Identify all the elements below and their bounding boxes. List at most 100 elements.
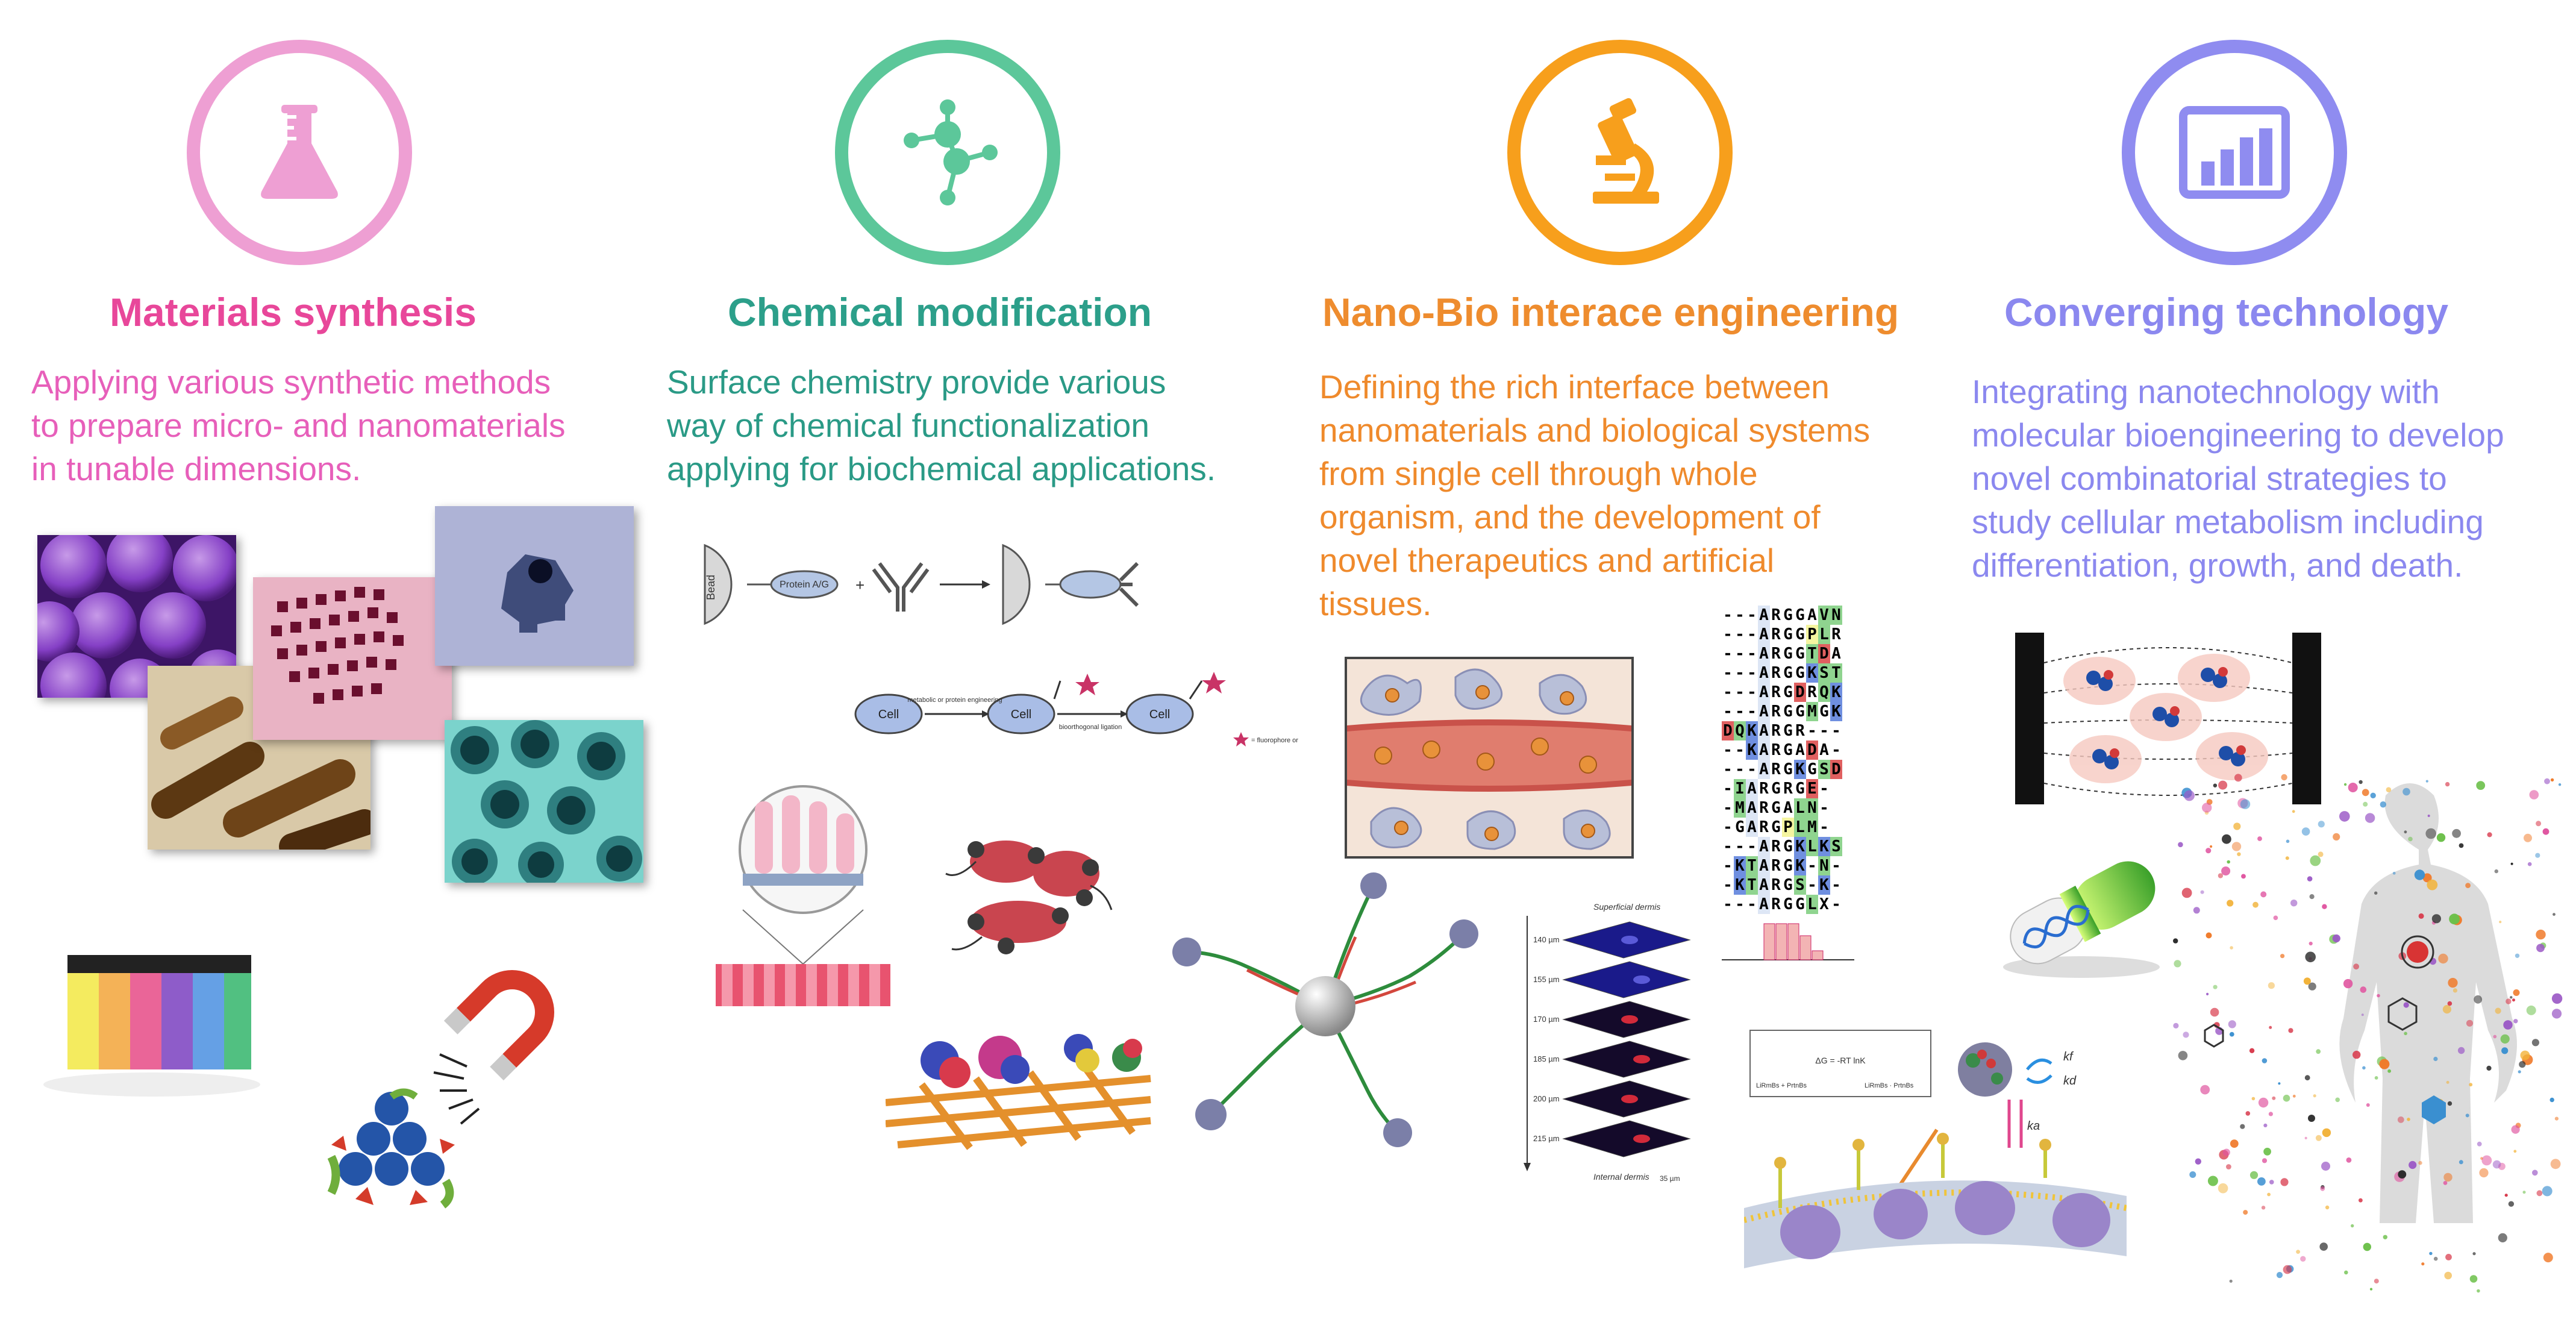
molecule-dot [2343, 978, 2353, 989]
molecule-dot [2469, 1083, 2473, 1087]
molecule-dot [2477, 1289, 2480, 1293]
molecule-dot [2362, 789, 2369, 797]
materials-icon-ring [187, 40, 412, 265]
sequence-residue: K [1818, 875, 1830, 895]
molecule-dot [2348, 783, 2358, 792]
electrode-cell-illustration [2015, 627, 2322, 807]
molecule-dot [2292, 810, 2295, 813]
molecule-dot [2262, 1058, 2268, 1063]
fluorescence-spot [1633, 1135, 1650, 1143]
sequence-residue: - [1747, 645, 1757, 663]
sequence-residue: G [1783, 703, 1793, 721]
molecule-dot [2222, 1148, 2230, 1156]
molecule-dot [2178, 842, 2183, 848]
sequence-residue: A [1783, 799, 1793, 817]
sequence-residue: - [1747, 625, 1757, 643]
molecule-dot [2262, 1158, 2268, 1163]
molecule-dot [2387, 1069, 2391, 1073]
molecule-dot [2283, 1265, 2292, 1274]
molecule-dot [2402, 787, 2410, 796]
molecule-dot [2206, 932, 2212, 939]
sequence-residue: K [1794, 760, 1806, 779]
fluorescence-spot [1621, 1015, 1638, 1024]
tem-particle-micrograph [435, 506, 634, 666]
sequence-residue: G [1735, 818, 1745, 836]
molecule-dot [2374, 1279, 2379, 1284]
nanobio-title: Nano-Bio interace engineering [1322, 290, 1899, 334]
molecule-dot [2472, 1252, 2476, 1256]
molecule-dot [2474, 995, 2483, 1004]
converging-title: Converging technology [2004, 290, 2449, 334]
molecule-dot [2261, 1206, 2266, 1210]
sequence-residue: D [1722, 721, 1734, 740]
molecule-dot [2433, 1256, 2438, 1261]
molecule-dot [2304, 1075, 2310, 1081]
sequence-residue: S [1818, 663, 1830, 683]
sequence-residue: G [1795, 625, 1805, 643]
molecule-dot [2222, 834, 2231, 844]
sequence-residue: - [1747, 683, 1757, 701]
molecule-dot [2207, 1176, 2218, 1186]
molecule-dot [2174, 960, 2181, 968]
molecule-dot [2487, 832, 2492, 838]
chemical-desc-line: Surface chemistry provide various [667, 363, 1166, 401]
sequence-residue: L [1818, 625, 1830, 644]
sequence-residue: - [1735, 703, 1745, 721]
sequence-residue: A [1758, 740, 1770, 760]
depth-label: 215 µm [1533, 1134, 1560, 1143]
molecule-dot [2386, 787, 2392, 792]
molecule-dot [2504, 1194, 2508, 1197]
chemical-desc-line: way of chemical functionalization [667, 407, 1149, 444]
sequence-residue: N [1830, 606, 1842, 625]
molecule-dot [2309, 894, 2315, 900]
molecule-dot [2283, 1094, 2290, 1102]
molecule-dot [2281, 774, 2287, 781]
molecule-dot [2363, 801, 2368, 807]
sequence-residue: - [1735, 895, 1745, 913]
molecule-dot [2257, 1177, 2266, 1186]
sequence-residue: R [1771, 895, 1781, 913]
molecule-dot [2500, 1034, 2510, 1044]
sequence-residue: - [1747, 606, 1757, 624]
sequence-residue: G [1771, 799, 1781, 817]
sequence-residue: R [1771, 703, 1781, 721]
molecule-dot [2506, 998, 2512, 1004]
sequence-residue: K [1746, 721, 1758, 740]
molecule-dot [2178, 1051, 2188, 1060]
materials-desc-line: in tunable dimensions. [31, 450, 361, 487]
molecule-dot [2446, 1080, 2449, 1084]
colored-vials [37, 931, 266, 1100]
molecule-dot [2206, 848, 2212, 854]
molecule-dot [2206, 992, 2209, 995]
cell-label: Cell [1011, 708, 1031, 721]
molecule-dot [2445, 781, 2450, 787]
molecule-dot [2520, 1050, 2530, 1060]
molecule-dot [2379, 1059, 2390, 1069]
surface-functionalization-illustration [716, 783, 890, 1006]
molecule-dot [2321, 1162, 2330, 1171]
molecule-dot [2230, 946, 2233, 950]
molecule-dot [2276, 1272, 2283, 1279]
molecule-dot [2429, 1251, 2433, 1256]
sequence-residue: R [1771, 625, 1781, 643]
depth-label: 155 µm [1533, 975, 1560, 984]
nanobio-desc-line: tissues. [1319, 585, 1432, 622]
sequence-residue: - [1723, 741, 1733, 759]
molecule-dot [2370, 792, 2376, 798]
right-equation: LiRmBs · PrtnBs [1865, 1082, 1914, 1089]
molecule-dot [2551, 1009, 2562, 1019]
step2-label: bioorthogonal ligation [1059, 724, 1122, 731]
sequence-residue: A [1746, 818, 1758, 837]
molecule-dot [2498, 1233, 2507, 1242]
molecule-dot [2333, 833, 2340, 841]
sequence-residue: S [1818, 760, 1830, 779]
molecule-dot [2543, 1253, 2553, 1263]
sequence-residue: L [1794, 818, 1806, 837]
molecule-dot [2459, 1160, 2463, 1165]
molecule-dot [2290, 900, 2298, 907]
molecule-dot [2273, 915, 2278, 921]
sequence-residue: - [1807, 876, 1817, 894]
sequence-residue: - [1819, 722, 1829, 740]
